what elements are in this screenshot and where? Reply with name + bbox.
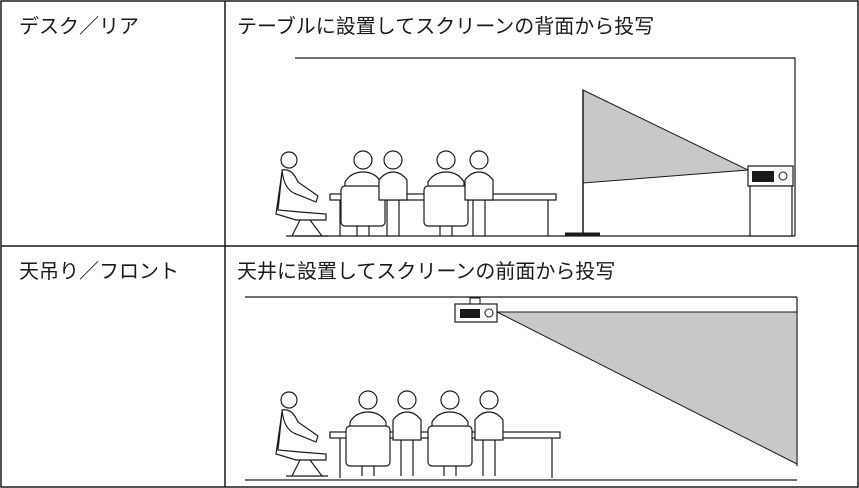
audience [275, 150, 494, 237]
ceiling-projector-icon [454, 297, 498, 323]
projector-icon [747, 165, 794, 237]
audience-front [275, 390, 504, 477]
mode-description-ceiling-front: 天井に設置してスクリーンの前面から投写 [237, 259, 616, 283]
mode-label-desk-rear: デスク／リア [19, 14, 139, 38]
mode-description-desk-rear: テーブルに設置してスクリーンの背面から投写 [237, 14, 655, 38]
mode-label-ceiling-front: 天吊り／フロント [19, 259, 179, 283]
projection-beam-front [496, 311, 798, 465]
